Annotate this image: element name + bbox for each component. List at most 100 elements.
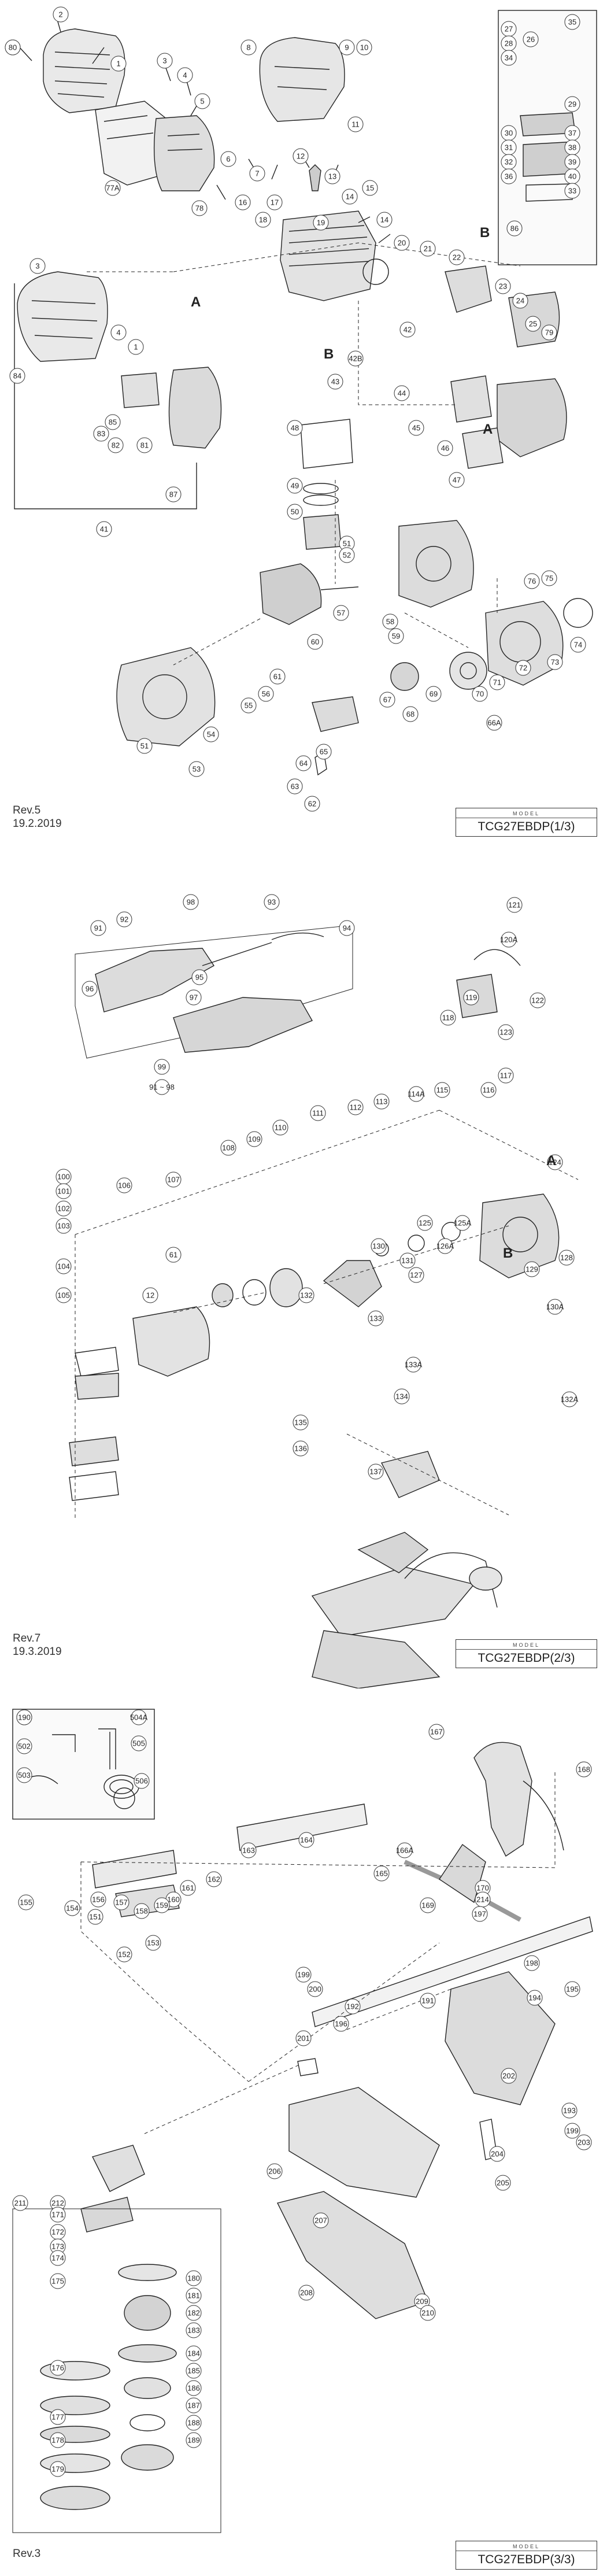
callout-bubble xyxy=(356,39,372,56)
callout-bubble xyxy=(134,1773,150,1789)
callout-bubble xyxy=(186,2270,202,2286)
callout-number: 55 xyxy=(245,701,253,710)
callout-bubble xyxy=(530,992,546,1008)
callout-number: 187 xyxy=(187,2401,200,2410)
callout-number: 112 xyxy=(350,1103,362,1112)
callout-number: 108 xyxy=(222,1144,235,1152)
callout-bubble xyxy=(154,1897,170,1913)
callout-bubble xyxy=(501,932,517,948)
callout-number: 49 xyxy=(291,482,299,490)
callout-bubble xyxy=(82,981,98,997)
callout-bubble xyxy=(376,212,393,228)
callout-number: 130 xyxy=(372,1242,385,1251)
callout-number: 96 xyxy=(86,985,94,993)
callout-number: 9 xyxy=(345,43,349,52)
callout-number: 41 xyxy=(100,525,108,534)
callout-number: 26 xyxy=(527,35,535,44)
callout-number: 106 xyxy=(118,1181,131,1190)
callout-bubble xyxy=(108,437,124,453)
callout-number: 25 xyxy=(529,320,537,328)
callout-number: 134 xyxy=(395,1392,408,1401)
callout-bubble xyxy=(55,1200,72,1217)
callout-bubble xyxy=(561,2102,578,2119)
callout-number: 168 xyxy=(578,1765,590,1774)
model-name: TCG27EBDP(3/3) xyxy=(478,2553,575,2566)
callout-bubble xyxy=(570,637,586,653)
callout-number: 76 xyxy=(528,577,536,586)
callout-number: 5 xyxy=(200,97,204,106)
callout-number: 505 xyxy=(132,1739,145,1748)
callout-number: 175 xyxy=(51,2277,64,2286)
callout-number: 24 xyxy=(516,297,524,305)
callout-number: 37 xyxy=(568,129,576,138)
callout-bubble xyxy=(293,1414,309,1431)
revision-date: 19.2.2019 xyxy=(13,818,62,830)
callout-number: 83 xyxy=(97,430,105,438)
callout-number: 174 xyxy=(51,2254,64,2263)
callout-number: 30 xyxy=(505,129,513,138)
callout-bubble xyxy=(382,613,398,630)
callout-number: 60 xyxy=(311,638,319,646)
callout-bubble xyxy=(399,1252,416,1269)
callout-number: 91 ~ 98 xyxy=(149,1083,175,1092)
callout-bubble xyxy=(327,374,343,390)
callout-number: 121 xyxy=(508,901,521,910)
callout-number: 207 xyxy=(314,2216,327,2225)
callout-bubble xyxy=(246,1131,262,1147)
callout-bubble xyxy=(564,1981,580,1997)
callout-number: 23 xyxy=(499,282,507,291)
callout-number: 186 xyxy=(187,2384,200,2393)
callout-bubble xyxy=(183,894,199,910)
callout-number: 72 xyxy=(519,664,527,672)
callout-bubble xyxy=(50,2461,66,2477)
reference-letter: B xyxy=(324,346,334,362)
callout-number: 129 xyxy=(525,1265,538,1274)
callout-number: 176 xyxy=(51,2364,64,2372)
callout-number: 124 xyxy=(549,1158,561,1167)
callout-number: 198 xyxy=(525,1959,538,1968)
parts-sheet-3: 501504A502505503506167168166A16516416316… xyxy=(0,1688,607,2576)
callout-number: 156 xyxy=(92,1895,105,1904)
callout-bubble xyxy=(287,478,303,494)
callout-number: 82 xyxy=(112,441,120,450)
callout-number: 504A xyxy=(130,1713,148,1722)
callout-bubble xyxy=(287,420,303,436)
callout-bubble xyxy=(512,293,528,309)
callout-bubble xyxy=(564,96,580,112)
callout-number: 66A xyxy=(487,719,501,727)
callout-bubble xyxy=(495,278,511,294)
callout-bubble xyxy=(339,39,355,56)
revision-1: Rev.5 19.2.2019 xyxy=(13,804,62,830)
callout-bubble xyxy=(110,56,127,72)
callout-bubble xyxy=(186,2305,202,2321)
callout-number: 125 xyxy=(419,1219,431,1228)
callout-bubble xyxy=(480,1082,497,1098)
callout-bubble xyxy=(240,1842,257,1858)
callout-number: 99 xyxy=(158,1063,166,1071)
callout-bubble xyxy=(16,1709,32,1725)
callout-bubble xyxy=(131,1735,147,1751)
callout-bubble xyxy=(449,249,465,265)
callout-bubble xyxy=(379,692,395,708)
callout-number: 113 xyxy=(376,1097,388,1106)
callout-bubble xyxy=(449,472,465,488)
callout-number: 116 xyxy=(483,1086,495,1095)
callout-bubble xyxy=(55,1258,72,1274)
callout-number: 56 xyxy=(262,690,270,698)
model-label: MODEL xyxy=(456,1641,597,1650)
callout-bubble xyxy=(547,1154,563,1170)
callout-number: 158 xyxy=(135,1907,148,1916)
callout-number: 119 xyxy=(465,993,478,1002)
callout-number: 103 xyxy=(57,1222,70,1230)
callout-number: 31 xyxy=(505,143,513,152)
callout-bubble xyxy=(501,50,517,66)
callout-bubble xyxy=(547,654,563,670)
callout-bubble xyxy=(295,755,312,771)
revision-3: Rev.3 xyxy=(13,2547,40,2560)
callout-bubble xyxy=(145,1935,161,1951)
callout-bubble xyxy=(362,180,378,196)
callout-bubble xyxy=(240,39,257,56)
callout-bubble xyxy=(501,2068,517,2084)
callout-number: 209 xyxy=(416,2297,428,2306)
callout-bubble xyxy=(313,2212,329,2228)
